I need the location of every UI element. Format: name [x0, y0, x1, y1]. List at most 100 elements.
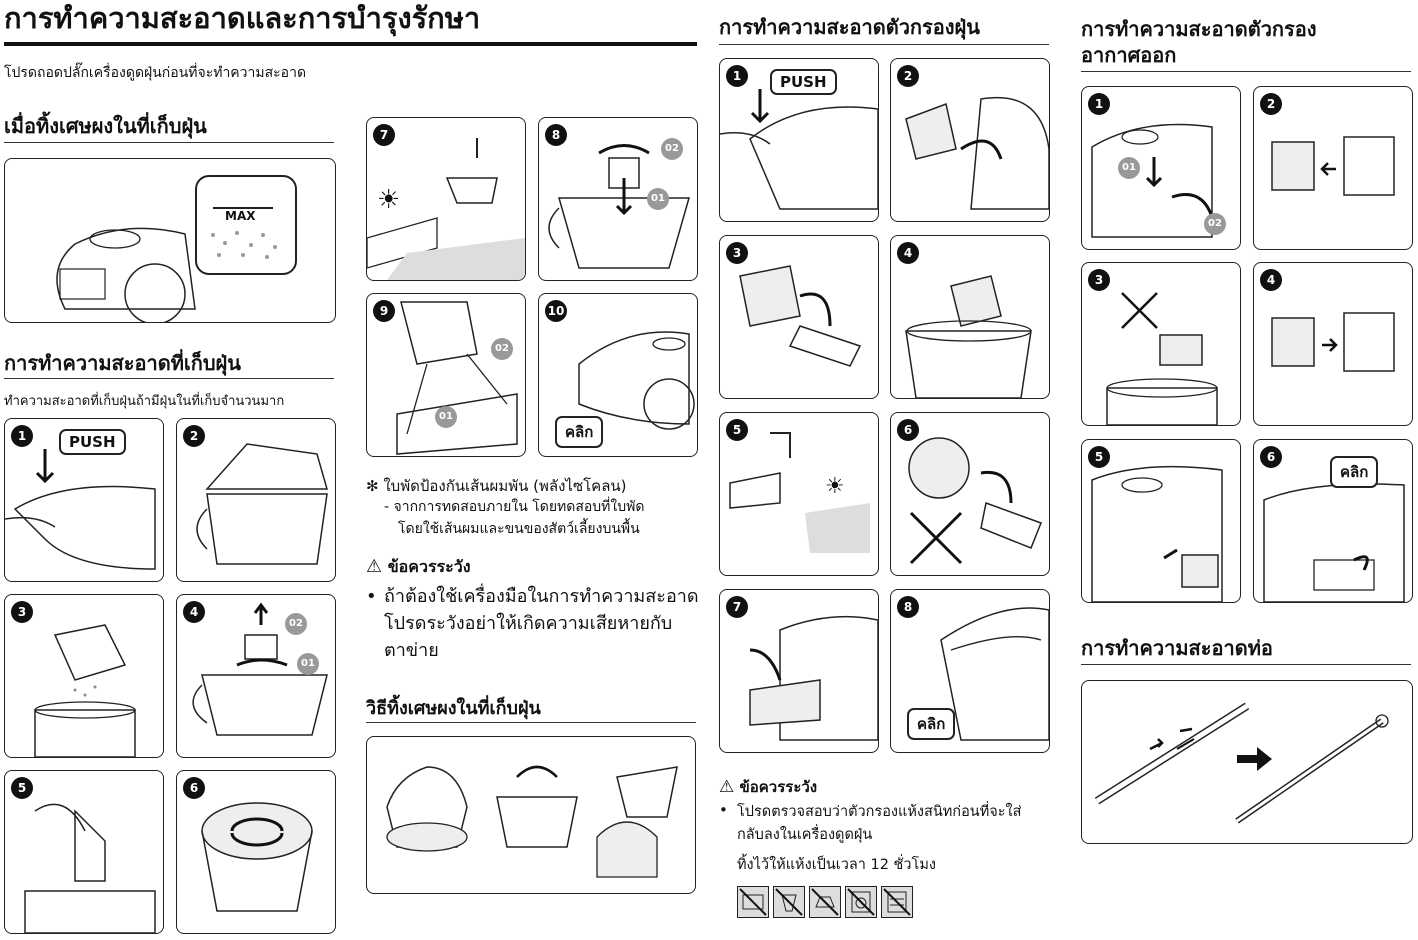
filter-step-1: 1 PUSH — [719, 58, 879, 222]
bullet-dot: • — [719, 801, 728, 819]
step-number: 6 — [183, 777, 205, 799]
caution-heading-2: ⚠ ข้อควรระวัง — [719, 775, 817, 799]
section-rule — [1081, 71, 1411, 72]
no-microwave-icon — [737, 886, 769, 918]
step-number: 5 — [1088, 446, 1110, 468]
bin-step-5: 5 — [4, 770, 164, 934]
svg-text:☀: ☀ — [825, 474, 845, 499]
bin-step-3: 3 — [4, 594, 164, 758]
caution-2-text-3: ทิ้งไว้ให้แห้งเป็นเวลา 12 ชั่วโมง — [737, 857, 936, 873]
bin-step-1: 1 PUSH — [4, 418, 164, 582]
warning-triangle-icon: ⚠ — [366, 556, 383, 577]
exhaust-step-5: 5 — [1081, 439, 1241, 603]
no-dishwasher-icon — [881, 886, 913, 918]
step-number: 1 — [1088, 93, 1110, 115]
section-title-empty: เมื่อทิ้งเศษผงในที่เก็บฝุ่น — [4, 114, 207, 138]
step-number: 2 — [183, 425, 205, 447]
no-iron-icon — [809, 886, 841, 918]
step-01-badge: 01 — [297, 653, 319, 675]
step-number: 4 — [897, 242, 919, 264]
filter-step-5: 5 ☀ — [719, 412, 879, 576]
bin-step-2: 2 — [176, 418, 336, 582]
step-number: 7 — [726, 596, 748, 618]
bin-step-10: 10 คลิก — [538, 293, 698, 457]
exhaust-step-1: 1 01 02 — [1081, 86, 1241, 250]
note-line-1: ✻ ใบพัดป้องกันเส้นผมพัน (พลังไซโคลน) — [366, 474, 627, 498]
step-02-badge: 02 — [1204, 213, 1226, 235]
filter-step-2: 2 — [890, 58, 1050, 222]
filter-step-4: 4 — [890, 235, 1050, 399]
note-line-2: - จากการทดสอบภายใน โดยทดสอบที่ใบพัด — [384, 499, 645, 515]
dispose-illustration — [366, 736, 696, 894]
step-number: 6 — [897, 419, 919, 441]
step-number: 8 — [545, 124, 567, 146]
step-number: 2 — [1260, 93, 1282, 115]
caution-1-text-1: ถ้าต้องใช้เครื่องมือในการทำความสะอาด — [384, 586, 699, 607]
step-number: 6 — [1260, 446, 1282, 468]
step-01-badge: 01 — [1118, 157, 1140, 179]
step-number: 10 — [545, 300, 567, 322]
filter-step-7: 7 — [719, 589, 879, 753]
caution-2-text-1: โปรดตรวจสอบว่าตัวกรองแห้งสนิทก่อนที่จะใส… — [737, 804, 1022, 820]
caution-title: ข้อควรระวัง — [739, 778, 818, 796]
section-title-filter: การทำความสะอาดตัวกรองฝุ่น — [719, 15, 980, 39]
step-number: 4 — [183, 601, 205, 623]
click-badge: คลิก — [555, 416, 604, 448]
care-icons — [737, 886, 917, 918]
no-dryer-icon — [773, 886, 805, 918]
step-number: 9 — [373, 300, 395, 322]
step-number: 1 — [726, 65, 748, 87]
step-02-badge: 02 — [661, 138, 683, 160]
caution-1-text-3: ตาข่าย — [384, 640, 439, 661]
title-rule — [4, 42, 697, 46]
click-badge: คลิก — [1330, 456, 1379, 488]
filter-step-8: 8 คลิก — [890, 589, 1050, 753]
section-title-bin: การทำความสะอาดที่เก็บฝุ่น — [4, 351, 241, 375]
step-number: 5 — [726, 419, 748, 441]
step-number: 1 — [11, 425, 33, 447]
note-text: ใบพัดป้องกันเส้นผมพัน (พลังไซโคลน) — [383, 477, 627, 495]
filter-step-3: 3 — [719, 235, 879, 399]
step-01-badge: 01 — [435, 406, 457, 428]
bullet-dot: • — [366, 586, 377, 607]
page-title: การทำความสะอาดและการบำรุงรักษา — [4, 1, 481, 35]
bin-step-6: 6 — [176, 770, 336, 934]
caution-1-text-2: โปรดระวังอย่าให้เกิดความเสียหายกับ — [384, 613, 673, 634]
caution-2-text-2: กลับลงในเครื่องดูดฝุ่น — [737, 827, 873, 843]
step-01-02-badge: 02 — [285, 613, 307, 635]
step-number: 3 — [1088, 269, 1110, 291]
section-rule — [719, 44, 1049, 45]
filter-step-6: 6 — [890, 412, 1050, 576]
section-rule — [4, 378, 334, 379]
max-zoom-bubble: MAX — [195, 175, 297, 275]
exhaust-step-6: 6 คลิก — [1253, 439, 1413, 603]
step-number: 5 — [11, 777, 33, 799]
max-level-illustration: MAX — [4, 158, 336, 323]
step-02-badge: 02 — [491, 338, 513, 360]
exhaust-step-2: 2 — [1253, 86, 1413, 250]
caution-heading-1: ⚠ ข้อควรระวัง — [366, 555, 471, 580]
step-number: 3 — [11, 601, 33, 623]
section-title-exhaust-2: อากาศออก — [1081, 43, 1177, 67]
step-number: 2 — [897, 65, 919, 87]
step-number: 7 — [373, 124, 395, 146]
section-title-pipe: การทำความสะอาดท่อ — [1081, 636, 1273, 660]
asterisk-icon: ✻ — [366, 477, 379, 495]
push-badge: PUSH — [770, 69, 837, 95]
bin-step-8: 8 02 01 — [538, 117, 698, 281]
step-01-badge: 01 — [647, 188, 669, 210]
no-washer-icon — [845, 886, 877, 918]
caution-title: ข้อควรระวัง — [387, 557, 471, 576]
step-number: 8 — [897, 596, 919, 618]
bin-step-4: 4 02 01 — [176, 594, 336, 758]
section-rule — [4, 142, 334, 143]
max-label: MAX — [225, 209, 256, 223]
bin-step-7: 7 ☀ — [366, 117, 526, 281]
section-title-dispose: วิธีทิ้งเศษผงในที่เก็บฝุ่น — [366, 698, 541, 719]
exhaust-step-4: 4 — [1253, 262, 1413, 426]
bin-subtitle: ทำความสะอาดที่เก็บฝุ่นถ้ามีฝุ่นในที่เก็บ… — [4, 394, 285, 409]
bin-step-9: 9 02 01 — [366, 293, 526, 457]
exhaust-step-3: 3 — [1081, 262, 1241, 426]
section-rule — [366, 722, 696, 723]
step-number: 3 — [726, 242, 748, 264]
